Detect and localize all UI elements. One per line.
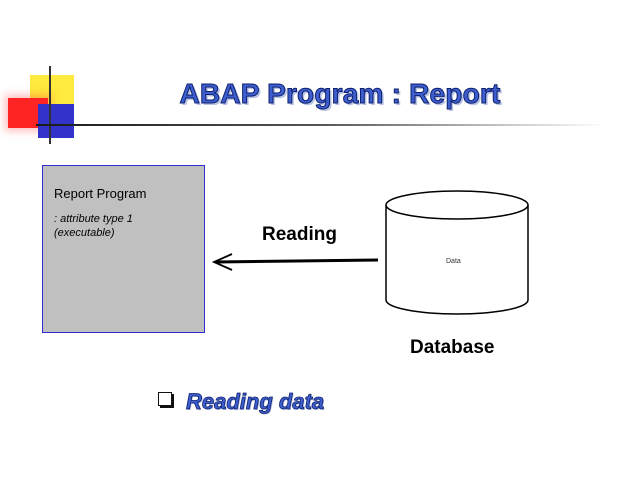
report-attribute-line2: (executable) bbox=[54, 227, 115, 239]
database-caption: Database bbox=[410, 337, 495, 358]
report-attribute: : attribute type 1 (executable) bbox=[54, 212, 133, 240]
checkbox-bullet-icon bbox=[158, 392, 172, 406]
report-attribute-line1: : attribute type 1 bbox=[54, 213, 133, 225]
database-cylinder bbox=[385, 190, 529, 315]
report-program-box: Report Program : attribute type 1 (execu… bbox=[42, 165, 205, 333]
reading-arrow bbox=[211, 253, 379, 271]
bullet-reading-data: Reading data bbox=[186, 389, 325, 415]
deco-vertical-line bbox=[49, 66, 51, 144]
database-inner-label: Data bbox=[446, 258, 461, 265]
deco-blue-square bbox=[38, 104, 74, 138]
slide-title: ABAP Program : Report bbox=[179, 78, 501, 110]
arrow-label-reading: Reading bbox=[262, 224, 337, 245]
title-underline bbox=[36, 124, 606, 126]
report-program-title: Report Program bbox=[54, 186, 147, 201]
